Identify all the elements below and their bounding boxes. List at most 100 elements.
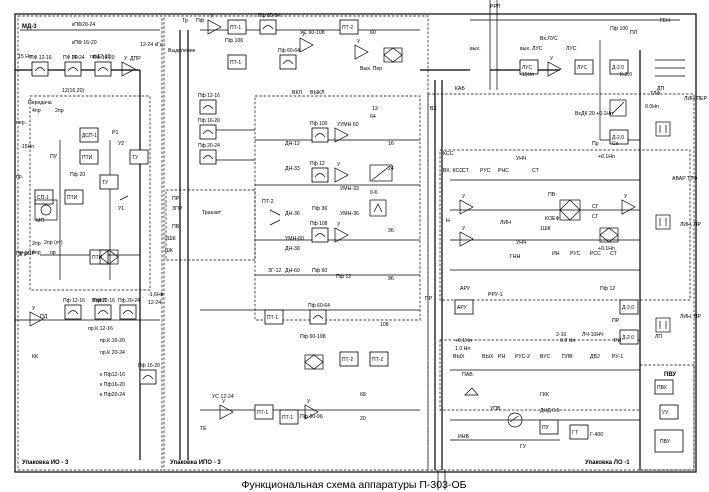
svg-text:РРЛ: РРЛ: [490, 4, 500, 10]
svg-text:ПТ-2: ПТ-2: [372, 357, 383, 363]
svg-text:Пф 12-16: Пф 12-16: [93, 298, 115, 304]
dsp-boundary: [29, 95, 151, 291]
svg-text:ТУ: ТУ: [132, 155, 139, 161]
svg-text:МП: МП: [36, 218, 44, 224]
svg-text:ДН-36: ДН-36: [285, 211, 300, 217]
svg-text:ВЫКЛ: ВЫКЛ: [92, 298, 106, 304]
svg-text:12-24 кГц: 12-24 кГц: [140, 42, 163, 48]
svg-text:к Пф12-16: к Пф12-16: [100, 372, 125, 378]
svg-text:ПТИ: ПТИ: [67, 195, 78, 201]
svg-text:ДВ2: ДВ2: [590, 354, 600, 360]
svg-text:пр.К 20-24: пр.К 20-24: [100, 350, 125, 356]
block: ПТ-2: [369, 351, 389, 367]
svg-text:КАБ: КАБ: [455, 86, 465, 92]
svg-text:ВЫКЛ: ВЫКЛ: [310, 90, 324, 96]
amplifier: У: [621, 194, 636, 215]
svg-text:ПТ-2: ПТ-2: [262, 199, 274, 205]
amplifier: У: [354, 39, 369, 60]
block: ДСП-1: [79, 127, 99, 143]
svg-text:ПР ЗПР: ПР ЗПР: [16, 251, 35, 257]
svg-text:РУС: РУС: [480, 168, 491, 174]
switch-icon: [119, 195, 129, 201]
svg-text:У2: У2: [118, 141, 124, 147]
svg-text:ПТ-1: ПТ-1: [267, 315, 278, 321]
svg-text:Пф 60-64: Пф 60-64: [278, 48, 300, 54]
filter-box: Пф 12-16: [198, 93, 220, 115]
filter-box: Пф 100: [310, 121, 329, 143]
svg-text:1ШК: 1ШК: [540, 226, 551, 232]
pvu-boundary: [639, 364, 695, 471]
section-titles: МД-3 Упаковка ИО - 3 Упаковка ИПО - 3 Уп…: [22, 24, 676, 466]
svg-text:РУС-2: РУС-2: [515, 354, 530, 360]
svg-text:ДН-60: ДН-60: [285, 268, 300, 274]
svg-text:ПТ-1: ПТ-1: [257, 410, 268, 416]
svg-text:2пр: 2пр: [55, 108, 64, 114]
svg-text:ДН-30: ДН-30: [285, 246, 300, 252]
svg-text:ГЕН: ГЕН: [660, 18, 670, 24]
block: ПТ-1: [264, 309, 284, 325]
svg-text:У: У: [32, 306, 36, 312]
svg-text:20: 20: [360, 416, 366, 422]
svg-text:Пр: Пр: [592, 141, 599, 147]
svg-text:ВхДК 20 +0.1Нп: ВхДК 20 +0.1Нп: [575, 111, 613, 117]
generator-icon: [34, 199, 58, 221]
svg-text:РУС: РУС: [570, 251, 581, 257]
svg-text:Пф 12: Пф 12: [600, 286, 615, 292]
svg-text:пр.: пр.: [72, 54, 79, 60]
svg-text:Транзит: Транзит: [202, 210, 222, 216]
amplifier: У: [459, 226, 474, 247]
svg-text:ПТ-1: ПТ-1: [230, 25, 241, 31]
svg-text:ЛУС: ЛУС: [522, 65, 532, 71]
amplifier: У: [459, 194, 474, 215]
svg-text:ЗГ-12: ЗГ-12: [268, 268, 282, 274]
svg-text:15 Нп: 15 Нп: [18, 54, 32, 60]
svg-text:ПФ 12-16: ПФ 12-16: [30, 55, 52, 61]
relay-icon: [464, 387, 479, 396]
amplifier: У: [219, 399, 234, 420]
svg-text:Д-2.0: Д-2.0: [622, 335, 634, 341]
svg-text:к Пф20-24: к Пф20-24: [100, 392, 125, 398]
svg-text:СГ: СГ: [592, 204, 599, 210]
svg-text:пф12-16: пф12-16: [90, 54, 110, 60]
block: СП-1: [34, 189, 54, 205]
section-ipo3-boundary: [163, 15, 429, 471]
outer-frame: [14, 13, 697, 473]
svg-text:Пф 20-24: Пф 20-24: [198, 143, 220, 149]
svg-text:СТ: СТ: [462, 168, 470, 174]
signal-labels: кПФ20-24 кПФ 16-20 пр. пф12-16 12(16,20)…: [16, 4, 708, 450]
filter-box: Пф 16-20: [198, 118, 220, 140]
svg-text:Тр: Тр: [182, 18, 188, 24]
svg-text:Р1: Р1: [112, 130, 118, 136]
svg-text:ТЕ: ТЕ: [200, 426, 207, 432]
svg-text:КСС: КСС: [443, 151, 454, 157]
svg-text:2-10: 2-10: [556, 332, 566, 338]
filter-box: Пф 20-24: [198, 143, 220, 165]
svg-text:Г-400: Г-400: [590, 432, 603, 438]
svg-text:Пф 100: Пф 100: [310, 121, 328, 127]
svg-text:пр.: пр.: [16, 174, 23, 180]
block: Д-2.0: [619, 299, 639, 315]
block: ПТ-2: [339, 351, 359, 367]
svg-text:У1: У1: [118, 206, 124, 212]
svg-text:ЛИН. ПР: ЛИН. ПР: [680, 314, 701, 320]
svg-text:0-6: 0-6: [370, 190, 378, 196]
amplifier: У: [207, 14, 222, 35]
filter-box: Пф 16-20: [138, 363, 160, 385]
svg-text:РРУ-1: РРУ-1: [488, 292, 503, 298]
filter-box: Пф 60-64: [278, 48, 300, 70]
svg-text:пр.К 12-16: пр.К 12-16: [88, 326, 113, 332]
svg-text:Д-2.0: Д-2.0: [612, 135, 624, 141]
block: ПУ: [539, 419, 559, 435]
diagram-caption: Функциональная схема аппаратуры П-303-ОБ: [242, 479, 467, 491]
block: ПТИ: [79, 149, 99, 165]
svg-text:Пф 100: Пф 100: [610, 26, 628, 32]
svg-text:Д-2.0: Д-2.0: [612, 65, 624, 71]
block: ГТ: [569, 424, 589, 440]
svg-text:Пф 12-16: Пф 12-16: [198, 93, 220, 99]
svg-text:Пф 16-20: Пф 16-20: [138, 363, 160, 369]
svg-text:Пф 12: Пф 12: [310, 161, 325, 167]
svg-text:+0.1Нп: +0.1Нп: [455, 338, 472, 344]
svg-text:ВХ: ВХ: [430, 106, 437, 112]
svg-text:УУ: УУ: [662, 410, 669, 416]
svg-text:Пф 100: Пф 100: [225, 38, 243, 44]
